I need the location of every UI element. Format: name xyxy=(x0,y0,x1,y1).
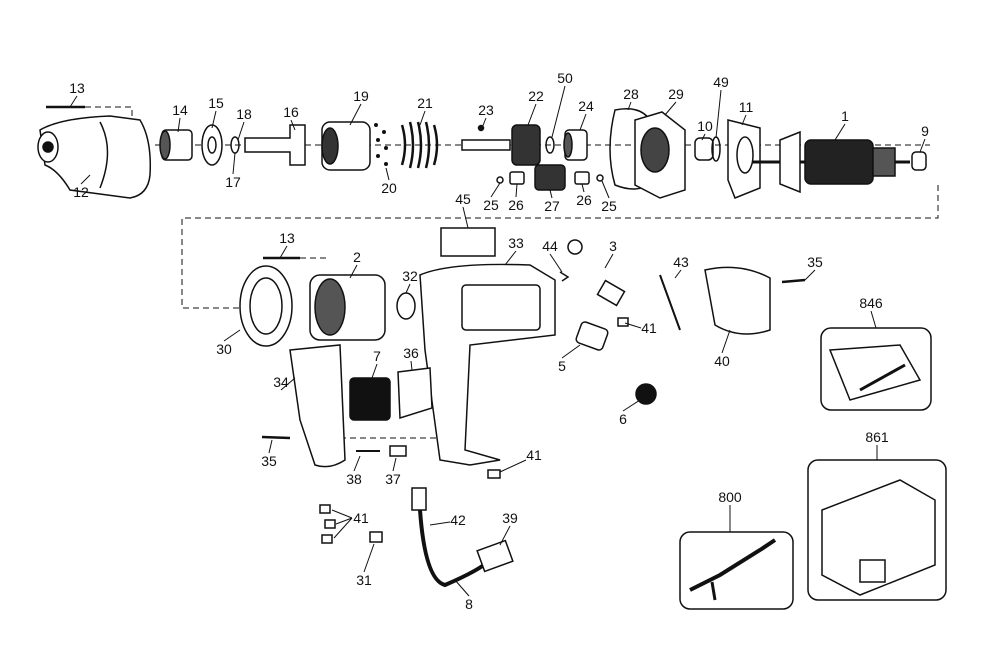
part-6-cap xyxy=(635,383,657,405)
part-2-field xyxy=(309,274,386,341)
part-28-gasket xyxy=(609,108,656,190)
part-50-washer xyxy=(545,136,555,154)
part-label: 35 xyxy=(261,453,277,469)
part-26-bearing xyxy=(509,171,590,185)
part-label: 9 xyxy=(921,123,929,139)
part-14-bushing xyxy=(159,129,193,161)
part-label: 35 xyxy=(807,254,823,270)
part-5-brush-holder xyxy=(575,321,609,351)
part-label: 10 xyxy=(697,118,713,134)
inset-846-kit xyxy=(820,327,932,411)
part-label: 28 xyxy=(623,86,639,102)
part-label: 26 xyxy=(576,192,592,208)
part-33-housing xyxy=(419,263,556,466)
part-36-reverse-switch xyxy=(397,367,433,420)
part-label: 42 xyxy=(450,512,466,528)
part-label: 21 xyxy=(417,95,433,111)
part-label: 44 xyxy=(542,238,558,254)
part-32-bearing xyxy=(396,292,416,320)
part-1-armature xyxy=(752,130,910,194)
part-27-gear xyxy=(534,164,566,191)
part-7-switch xyxy=(349,377,391,421)
part-label: 23 xyxy=(478,102,494,118)
part-label: 16 xyxy=(283,104,299,120)
part-45-label xyxy=(440,227,496,257)
part-19-hammer xyxy=(321,121,371,171)
part-label: 32 xyxy=(402,268,418,284)
part-label: 19 xyxy=(353,88,369,104)
part-label: 27 xyxy=(544,198,560,214)
part-label: 26 xyxy=(508,197,524,213)
part-10-bearing xyxy=(694,137,714,161)
part-label: 25 xyxy=(601,198,617,214)
part-16-anvil xyxy=(244,124,306,166)
part-label: 6 xyxy=(619,411,627,427)
part-label: 8 xyxy=(465,596,473,612)
part-label: 34 xyxy=(273,374,289,390)
part-35-screw xyxy=(261,278,806,440)
part-42-cord xyxy=(411,487,492,588)
part-41-terminals xyxy=(319,317,629,544)
part-20-balls xyxy=(374,123,388,166)
part-40-end-cap xyxy=(704,266,771,335)
part-label: 2 xyxy=(353,249,361,265)
part-37-clamp xyxy=(389,445,407,457)
part-label: 846 xyxy=(859,295,883,311)
part-label: 37 xyxy=(385,471,401,487)
part-label: 41 xyxy=(641,320,657,336)
part-label: 15 xyxy=(208,95,224,111)
part-label: 22 xyxy=(528,88,544,104)
part-label: 7 xyxy=(373,348,381,364)
part-label: 5 xyxy=(558,358,566,374)
part-label: 40 xyxy=(714,353,730,369)
part-15-washer xyxy=(201,124,223,166)
part-label: 31 xyxy=(356,572,372,588)
leader-lines xyxy=(69,85,926,597)
part-label: 14 xyxy=(172,102,188,118)
inset-861-case xyxy=(807,459,947,601)
part-label: 43 xyxy=(673,254,689,270)
part-label: 49 xyxy=(713,74,729,90)
part-label: 25 xyxy=(483,197,499,213)
part-44-clip xyxy=(559,271,570,282)
part-label: 3 xyxy=(609,238,617,254)
part-label: 13 xyxy=(69,80,85,96)
part-39-plug xyxy=(476,539,514,573)
part-label: 45 xyxy=(455,191,471,207)
part-43-wire xyxy=(659,274,681,331)
part-label: 39 xyxy=(502,510,518,526)
part-9-bearing xyxy=(911,151,927,171)
part-29-gear-case xyxy=(634,111,686,199)
part-22-spindle xyxy=(461,124,541,166)
part-3-brush xyxy=(567,239,626,307)
part-label: 36 xyxy=(403,345,419,361)
part-label: 29 xyxy=(668,86,684,102)
part-label: 18 xyxy=(236,106,252,122)
part-label: 41 xyxy=(526,447,542,463)
part-label: 13 xyxy=(279,230,295,246)
part-12-nose-housing xyxy=(37,115,152,199)
part-label: 17 xyxy=(225,174,241,190)
part-label: 33 xyxy=(508,235,524,251)
part-30-baffle xyxy=(239,265,293,347)
part-21-spring xyxy=(400,121,439,169)
part-label: 861 xyxy=(865,429,889,445)
part-label: 20 xyxy=(381,180,397,196)
part-label: 1 xyxy=(841,108,849,124)
part-label: 30 xyxy=(216,341,232,357)
part-label: 24 xyxy=(578,98,594,114)
part-24-gear xyxy=(563,129,588,161)
part-31-nut xyxy=(369,531,383,543)
part-11-baffle xyxy=(727,119,761,199)
part-label: 38 xyxy=(346,471,362,487)
part-label: 11 xyxy=(738,99,754,115)
part-label: 50 xyxy=(557,70,573,86)
part-34-handle-cover xyxy=(289,344,346,468)
part-label: 12 xyxy=(73,184,89,200)
inset-800-tool xyxy=(679,531,794,610)
part-label: 41 xyxy=(353,510,369,526)
part-label: 800 xyxy=(718,489,742,505)
